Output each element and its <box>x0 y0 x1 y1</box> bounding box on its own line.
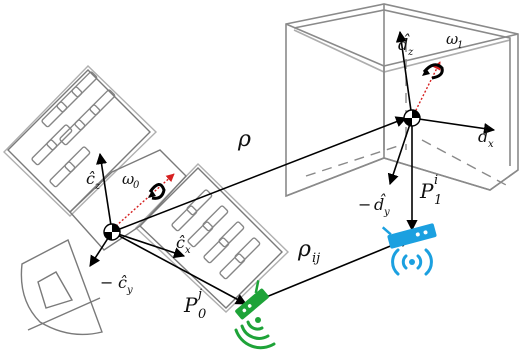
svg-text:P: P <box>419 179 434 203</box>
svg-text:ĉ: ĉ <box>118 273 127 292</box>
svg-text:ω: ω <box>122 170 134 188</box>
curved-rotation-arrow-icon <box>148 183 166 200</box>
svg-text:ĉ: ĉ <box>176 233 185 252</box>
label-omega0: ω 0 <box>122 170 140 191</box>
svg-text:z: z <box>94 181 101 192</box>
svg-text:d̂: d̂ <box>374 194 386 214</box>
omega0-vector <box>115 173 175 227</box>
svg-text:i: i <box>434 173 438 188</box>
svg-text:1: 1 <box>457 40 463 51</box>
axis-dy <box>387 117 413 186</box>
axis-dx <box>411 117 496 135</box>
vector-rho <box>111 116 408 233</box>
label-rho: ρ <box>237 127 251 152</box>
label-cy: − ĉ y <box>100 273 133 296</box>
center-of-mass-icon <box>103 223 121 241</box>
label-omega1: ω 1 <box>446 30 463 51</box>
axis-cz <box>95 152 113 233</box>
center-of-mass-icon <box>403 109 421 127</box>
svg-text:−: − <box>100 273 113 292</box>
svg-text:z: z <box>407 47 414 58</box>
vector-rho-ij <box>253 236 412 303</box>
label-p1: P 1 i <box>419 173 442 208</box>
svg-text:P: P <box>183 293 198 317</box>
antenna-icon <box>381 223 437 249</box>
svg-text:d̂: d̂ <box>478 126 490 146</box>
svg-text:0: 0 <box>133 180 140 191</box>
label-dx: d̂ x <box>478 126 494 150</box>
svg-text:1: 1 <box>434 193 442 208</box>
target-box <box>285 3 519 198</box>
svg-text:y: y <box>383 207 390 218</box>
vector-p0 <box>111 231 247 305</box>
svg-text:−: − <box>358 195 371 214</box>
svg-text:ρ: ρ <box>297 237 311 262</box>
svg-text:ω: ω <box>446 30 458 48</box>
satellite-outline <box>3 65 290 336</box>
svg-text:ĉ: ĉ <box>86 169 95 188</box>
axis-cx <box>111 231 186 259</box>
svg-text:j: j <box>195 287 202 302</box>
curved-rotation-arrow-icon <box>422 63 444 80</box>
svg-text:ij: ij <box>312 251 320 266</box>
label-cx: ĉ x <box>176 233 191 256</box>
label-dz: d̂ z <box>398 34 414 58</box>
svg-text:x: x <box>185 245 191 256</box>
label-cz: ĉ z <box>86 169 101 192</box>
svg-text:0: 0 <box>198 307 206 322</box>
antenna-wave-icon <box>234 317 276 350</box>
svg-text:d̂: d̂ <box>398 34 410 54</box>
omega1-vector <box>413 61 441 115</box>
antenna-wave-icon <box>391 248 433 276</box>
svg-text:x: x <box>488 139 494 150</box>
axis-dz <box>395 30 413 119</box>
antenna-icon <box>235 280 269 320</box>
label-p0: P 0 j <box>183 287 206 322</box>
label-dy: − d̂ y <box>358 194 390 218</box>
svg-text:y: y <box>126 285 133 296</box>
label-rho-ij: ρ ij <box>297 237 320 266</box>
vectors <box>89 30 496 305</box>
